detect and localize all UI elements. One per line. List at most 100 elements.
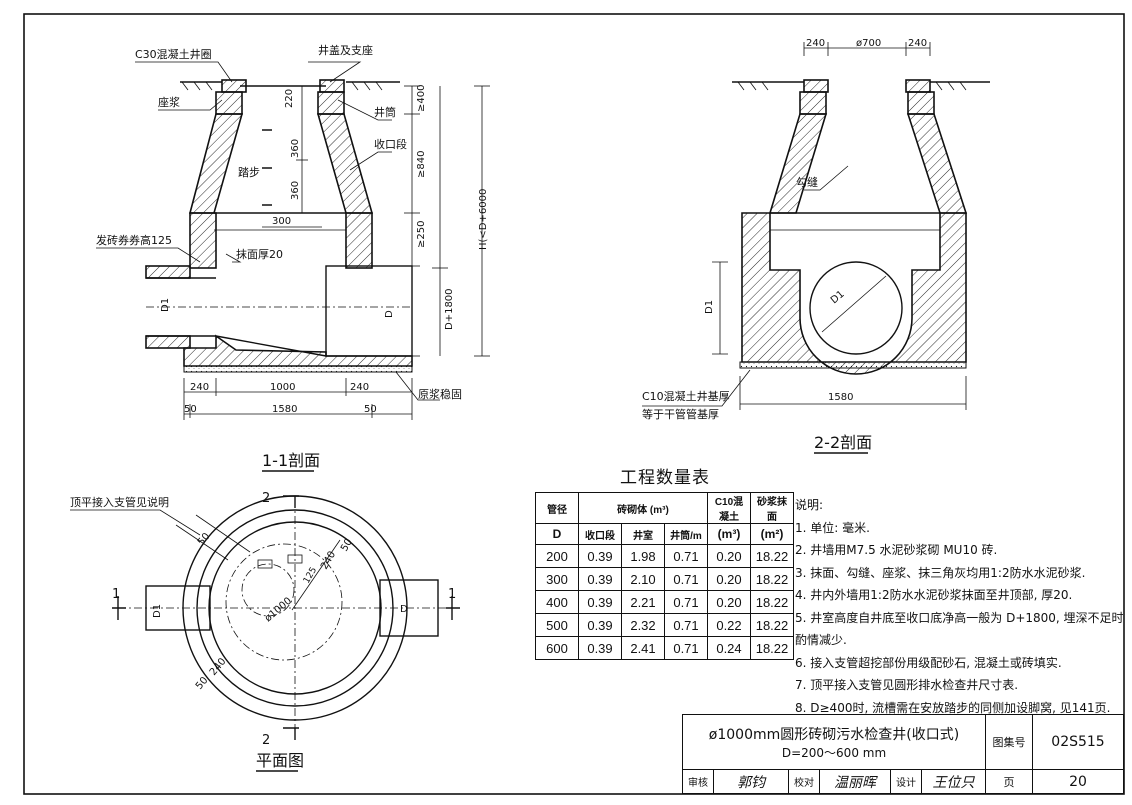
- table-cell: 0.39: [578, 544, 622, 568]
- label-pipe-d1: D1: [160, 298, 171, 312]
- check-name-cell: 温丽晖: [819, 769, 891, 794]
- table-cell: 0.71: [664, 613, 708, 637]
- label-cover: 井盖及支座: [318, 43, 373, 57]
- label-arch: 发砖券券高125: [96, 233, 172, 247]
- plan-note: 顶平接入支管见说明: [70, 495, 169, 509]
- label-base: C10混凝土井基厚: [642, 389, 730, 403]
- notes-heading: 说明:: [795, 498, 824, 512]
- label-joint: 勾缝: [796, 175, 818, 189]
- atlas-no-cell: 02S515: [1032, 714, 1124, 770]
- label-ring: C30混凝土井圈: [135, 47, 212, 61]
- dim-360b: 360: [290, 181, 301, 200]
- design-signature: 王位只: [932, 774, 975, 791]
- dim-b1580: 1580: [272, 404, 297, 415]
- dim-b50a: 50: [184, 404, 197, 415]
- review-signature: 郭钧: [737, 774, 765, 791]
- plan-label-d: D: [400, 604, 408, 615]
- atlas-label: 图集号: [992, 736, 1026, 749]
- plan-label-d1: D1: [152, 604, 163, 618]
- dim-b240b: 240: [350, 382, 369, 393]
- table-row: 200 0.39 1.98 0.71 0.20 18.22: [535, 544, 794, 568]
- atlas-label-cell: 图集号: [985, 714, 1033, 770]
- drawing-subtitle: D=200～600 mm: [781, 745, 887, 760]
- check-signature: 温丽晖: [834, 774, 876, 791]
- table-cell: 18.22: [750, 590, 794, 614]
- header-sq-unit: (m²): [750, 523, 794, 545]
- plan-dim-125: 125: [302, 566, 319, 586]
- header-plaster: 砂浆抹面: [750, 492, 794, 524]
- label-d1-side: D1: [704, 300, 715, 314]
- header-reducer: 收口段: [578, 523, 622, 545]
- review-label-cell: 审核: [682, 769, 714, 794]
- table-cell: 0.39: [578, 590, 622, 614]
- table-cell: 2.10: [621, 567, 665, 591]
- plan-dim-50a: 50: [339, 537, 355, 554]
- table-row: 400 0.39 2.21 0.71 0.20 18.22: [535, 590, 794, 614]
- header-masonry: 砖砌体 (m³): [578, 492, 708, 524]
- page-number: 20: [1069, 773, 1087, 790]
- table-cell: 300: [535, 567, 579, 591]
- table-row: 300 0.39 2.10 0.71 0.20 18.22: [535, 567, 794, 591]
- table-cell: 0.20: [707, 544, 751, 568]
- plan-mark-2-bottom: 2: [262, 733, 270, 748]
- section-2-2: [642, 42, 990, 410]
- table-cell: 0.39: [578, 613, 622, 637]
- table-cell: 2.32: [621, 613, 665, 637]
- drawing-title: ø1000mm圆形砖砌污水检查井(收口式): [708, 726, 960, 743]
- plan-dia: ø1000: [263, 596, 294, 625]
- table-cell: 200: [535, 544, 579, 568]
- note-item: 6. 接入支管超挖部份用级配砂石, 混凝土或砖填实.: [795, 655, 1062, 670]
- dim-b50b: 50: [364, 404, 377, 415]
- note-item: 4. 井内外墙用1:2防水水泥砂浆抹面至井顶部, 厚20.: [795, 588, 1073, 602]
- note-item: 8. D≥400时, 流槽需在安放踏步的同侧加设脚窝, 见141页.: [795, 700, 1111, 715]
- plan-view: [70, 495, 460, 740]
- table-cell: 0.39: [578, 567, 622, 591]
- table-cell: 18.22: [750, 567, 794, 591]
- dim-b240a: 240: [190, 382, 209, 393]
- dim-d-1800: D+1800: [444, 288, 455, 330]
- plan-mark-1-left: 1: [112, 587, 120, 602]
- note-item: 3. 抹面、勾缝、座浆、抹三角灰均用1:2防水水泥砂浆.: [795, 565, 1086, 580]
- label-steps: 踏步: [238, 165, 260, 179]
- table-cell: 600: [535, 636, 579, 660]
- label-d1-pipe: D1: [829, 289, 847, 306]
- table-cell: 500: [535, 613, 579, 637]
- table-cell: 0.71: [664, 567, 708, 591]
- table-cell: 1.98: [621, 544, 665, 568]
- header-pipe: 管径: [535, 492, 579, 524]
- design-label-cell: 设计: [890, 769, 922, 794]
- table-cell: 0.22: [707, 613, 751, 637]
- plan-mark-1-right: 1: [448, 587, 456, 602]
- table-cell: 0.24: [707, 636, 751, 660]
- check-label: 校对: [794, 778, 814, 789]
- review-label: 审核: [688, 778, 708, 789]
- table-cell: 400: [535, 590, 579, 614]
- section-2-2-title: 2-2剖面: [814, 433, 872, 452]
- design-name-cell: 王位只: [921, 769, 986, 794]
- sheet-border: [23, 13, 1125, 795]
- dim-t240b: 240: [908, 38, 927, 49]
- table-cell: 2.21: [621, 590, 665, 614]
- table-cell: 0.71: [664, 636, 708, 660]
- table-cell: 0.71: [664, 590, 708, 614]
- plan-mark-2-top: 2: [262, 491, 270, 506]
- label-plaster: 抹面厚20: [236, 248, 283, 261]
- quantity-table-title: 工程数量表: [620, 468, 710, 488]
- dim-220: 220: [284, 89, 295, 108]
- table-cell: 0.20: [707, 567, 751, 591]
- dim-t240a: 240: [806, 38, 825, 49]
- note-item: 7. 顶平接入支管见圆形排水检查井尺寸表.: [795, 678, 1019, 692]
- table-cell: 0.20: [707, 590, 751, 614]
- dim-250: ≥250: [416, 221, 427, 248]
- note-item: 2. 井墙用M7.5 水泥砂浆砌 MU10 砖.: [795, 543, 998, 557]
- dim-400: ≥400: [416, 85, 427, 112]
- dim-360a: 360: [290, 139, 301, 158]
- table-cell: 18.22: [750, 636, 794, 660]
- quantity-table: 管径 砖砌体 (m³) C10混凝土 砂浆抹面 D 收口段 井室 井筒/m (m…: [535, 492, 794, 660]
- plan-dim-240: 240: [319, 549, 338, 571]
- table-cell: 0.71: [664, 544, 708, 568]
- table-row: 500 0.39 2.32 0.71 0.22 18.22: [535, 613, 794, 637]
- dim-840: ≥840: [416, 151, 427, 178]
- title-main-cell: ø1000mm圆形砖砌污水检查井(收口式) D=200～600 mm: [682, 714, 986, 770]
